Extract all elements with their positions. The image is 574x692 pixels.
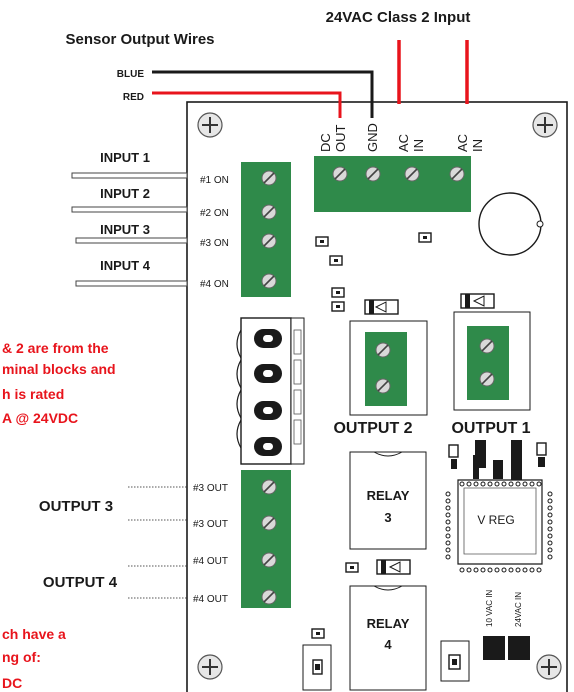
terminal-screw-icon: [261, 204, 277, 220]
svg-text:IN: IN: [470, 139, 485, 152]
terminal-screw-icon: [365, 166, 381, 182]
terminal-screw-icon: [261, 170, 277, 186]
svg-text:ch have a: ch have a: [2, 626, 66, 642]
terminal-screw-icon: [261, 273, 277, 289]
input-wire: [71, 206, 188, 213]
red-wire-label: RED: [123, 92, 144, 103]
svg-text:h is rated: h is rated: [2, 386, 64, 402]
ribbon-connector: [236, 317, 305, 465]
terminal-screw-icon: [375, 378, 391, 394]
svg-text:4: 4: [384, 637, 392, 652]
diode-icon: [376, 559, 411, 575]
input-2-label: INPUT 2: [100, 186, 150, 201]
24vac-in-label: 24VAC IN: [514, 592, 523, 627]
mount-screw-icon: [532, 112, 558, 138]
10vac-in-label: 10 VAC IN: [485, 590, 494, 627]
output-1-label: OUTPUT 1: [451, 420, 530, 437]
terminal-screw-icon: [479, 338, 495, 354]
input-wire: [71, 172, 188, 179]
input-wire: [75, 237, 188, 244]
terminal-screw-icon: [261, 233, 277, 249]
input-pin-2-label: #2 ON: [200, 208, 229, 219]
ac-in-label-2: AC IN: [455, 134, 485, 152]
svg-text:IN: IN: [411, 139, 426, 152]
power-terminal-block: [314, 156, 471, 212]
voltage-regulator: [445, 479, 553, 573]
dc-out-label: DC OUT: [318, 125, 348, 153]
svg-text:AC: AC: [455, 134, 470, 152]
input-3-label: INPUT 3: [100, 222, 150, 237]
svg-text:RELAY: RELAY: [367, 616, 410, 631]
output-pin-1-label: #3 OUT: [193, 483, 228, 494]
svg-text:A @ 24VDC: A @ 24VDC: [2, 410, 78, 426]
input-pin-1-label: #1 ON: [200, 175, 229, 186]
input-pin-3-label: #3 ON: [200, 238, 229, 249]
diode-icon: [460, 293, 495, 309]
mount-screw-icon: [197, 112, 223, 138]
terminal-screw-icon: [261, 479, 277, 495]
output-4-label: OUTPUT 4: [43, 574, 118, 591]
blue-wire: [152, 70, 374, 118]
voltage-regulator-leads: [448, 440, 547, 480]
svg-text:DC: DC: [318, 133, 333, 152]
mount-screw-icon: [197, 654, 223, 680]
terminal-screw-icon: [449, 166, 465, 182]
output-1-terminal: [467, 326, 509, 400]
sensor-wires-title: Sensor Output Wires: [65, 31, 214, 48]
ac-in-label-1: AC IN: [396, 134, 426, 152]
relay-rating-note: & 2 are from the minal blocks and h is r…: [2, 340, 116, 426]
input-wire: [75, 280, 188, 287]
svg-text:ng of:: ng of:: [2, 649, 41, 665]
input-1-label: INPUT 1: [100, 150, 150, 165]
output-3-label: OUTPUT 3: [39, 498, 113, 515]
terminal-screw-icon: [261, 552, 277, 568]
svg-text:AC: AC: [396, 134, 411, 152]
output-2-terminal: [365, 332, 407, 406]
output-pin-2-label: #3 OUT: [193, 519, 228, 530]
output-pin-4-label: #4 OUT: [193, 594, 228, 605]
red-wire: [152, 91, 342, 118]
gnd-label: GND: [365, 123, 380, 152]
mount-screw-icon: [536, 654, 562, 680]
output-rating-note: ch have a ng of: DC: [2, 626, 66, 691]
terminal-screw-icon: [261, 515, 277, 531]
jumper-pad-10vac: [483, 636, 505, 660]
relay-3: RELAY 3: [349, 451, 427, 550]
terminal-screw-icon: [404, 166, 420, 182]
power-input-title: 24VAC Class 2 Input: [326, 9, 471, 26]
svg-text:& 2 are from the: & 2 are from the: [2, 340, 109, 356]
svg-text:3: 3: [384, 510, 391, 525]
blue-wire-label: BLUE: [117, 69, 145, 80]
output-2-label: OUTPUT 2: [333, 420, 412, 437]
output-pin-3-label: #4 OUT: [193, 556, 228, 567]
svg-text:RELAY: RELAY: [367, 488, 410, 503]
svg-text:minal blocks and: minal blocks and: [2, 361, 116, 377]
terminal-screw-icon: [479, 371, 495, 387]
terminal-screw-icon: [261, 589, 277, 605]
relay-4: RELAY 4: [349, 585, 427, 691]
input-pin-4-label: #4 ON: [200, 279, 229, 290]
vreg-label: V REG: [477, 513, 514, 527]
input-4-label: INPUT 4: [100, 258, 151, 273]
svg-text:OUT: OUT: [333, 125, 348, 153]
jumper-pad-24vac: [508, 636, 530, 660]
buzzer-icon: [478, 192, 544, 256]
terminal-screw-icon: [332, 166, 348, 182]
terminal-screw-icon: [375, 342, 391, 358]
svg-text:DC: DC: [2, 675, 22, 691]
